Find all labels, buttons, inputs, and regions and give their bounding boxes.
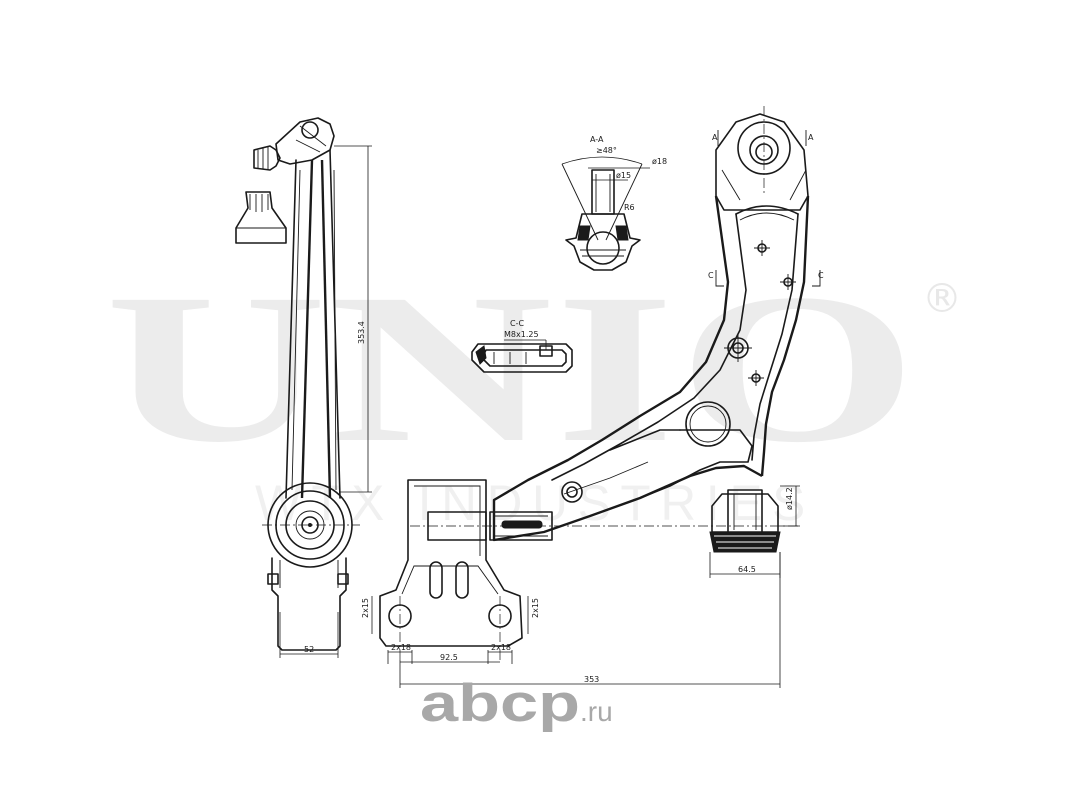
plan-holes xyxy=(561,240,796,503)
dim-353: 353 xyxy=(399,552,781,688)
dim-2x15: 2x15 2x15 xyxy=(361,596,540,634)
side-arm-body xyxy=(285,149,341,499)
dia-15-label: ø15 xyxy=(616,171,631,180)
plan-ball-joint xyxy=(715,106,809,211)
dim-92-5-label: 92.5 xyxy=(440,653,458,662)
section-a-a-label: A-A xyxy=(590,135,604,144)
dim-52: 52 xyxy=(279,612,339,658)
section-c-c-label: C-C xyxy=(510,319,524,328)
side-view: 353.4 52 xyxy=(235,117,372,658)
dim-353-4-label: 353.4 xyxy=(357,321,366,344)
boot-detail xyxy=(235,191,287,244)
plan-view: A A C C xyxy=(361,106,824,688)
radius-label: R6 xyxy=(624,203,635,212)
front-bushing xyxy=(410,511,800,541)
side-bushing xyxy=(262,482,360,568)
marker-a-left: A xyxy=(712,133,718,142)
marker-c-left: C xyxy=(708,271,714,280)
watermark: UNIO ® WTX INDUSTRIES xyxy=(105,250,962,531)
dim-2x15-right-label: 2x15 xyxy=(531,598,540,618)
dim-2x18-left-label: 2x18 xyxy=(391,643,411,652)
dia-18-label: ø18 xyxy=(652,157,667,166)
watermark-brand: UNIO xyxy=(105,250,920,487)
abcp-logo-name: abcp xyxy=(420,674,580,733)
section-c-c: C-C M8x1.25 xyxy=(471,319,573,373)
watermark-registered-mark: ® xyxy=(922,276,962,322)
thread-label: M8x1.25 xyxy=(504,330,539,339)
dim-52-label: 52 xyxy=(304,645,314,654)
marker-c-right: C xyxy=(818,271,824,280)
mounting-bracket xyxy=(379,479,523,660)
dim-hole-row: 2x18 2x18 92.5 xyxy=(387,643,513,664)
dim-353-4: 353.4 xyxy=(334,145,372,493)
bush-dia-label: ø14.2 xyxy=(785,487,794,510)
abcp-logo-domain: .ru xyxy=(580,696,613,727)
ball-joint-head xyxy=(253,117,335,171)
section-a-a: A-A ≥48° ø18 ø15 R6 xyxy=(561,135,667,271)
rear-bushing: ø14.2 xyxy=(709,485,800,553)
dim-353-label: 353 xyxy=(584,675,599,684)
side-bracket xyxy=(267,557,349,651)
dim-64-5-label: 64.5 xyxy=(738,565,756,574)
abcp-logo: abcp .ru xyxy=(420,674,613,733)
marker-a-right: A xyxy=(808,133,814,142)
dim-64-5: 64.5 xyxy=(709,552,781,578)
dim-2x15-left-label: 2x15 xyxy=(361,598,370,618)
dim-2x18-right-label: 2x18 xyxy=(491,643,511,652)
angle-label: ≥48° xyxy=(596,146,617,155)
